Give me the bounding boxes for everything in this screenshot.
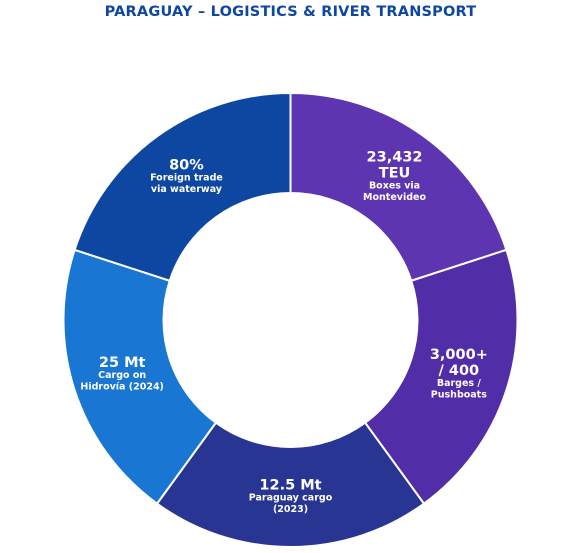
- chart-title: PARAGUAY – LOGISTICS & RIVER TRANSPORT: [104, 4, 477, 20]
- slice-description: Cargo on: [98, 370, 146, 381]
- slice-description: via waterway: [151, 184, 223, 195]
- slice-value-label: 23,432: [367, 149, 423, 165]
- slice-description: (2023): [273, 504, 308, 515]
- slice-description: Boxes via: [369, 180, 420, 191]
- donut-slice-3: [155, 421, 426, 548]
- slice-description: Foreign trade: [150, 172, 223, 183]
- slice-description: Barges /: [437, 378, 482, 389]
- slice-value-label: 25 Mt: [99, 355, 146, 371]
- slice-description: Pushboats: [431, 390, 487, 401]
- donut-slice-4: [62, 248, 218, 506]
- slice-description: Paraguay cargo: [249, 493, 333, 504]
- slice-value-label: TEU: [379, 165, 411, 181]
- donut-slice-1: [289, 91, 508, 283]
- slice-value-label: 80%: [169, 157, 204, 173]
- slice-value-label: 3,000+: [430, 347, 488, 363]
- donut-slice-2: [363, 248, 519, 506]
- slice-description: Montevideo: [363, 192, 426, 203]
- donut-slice-5: [73, 91, 292, 283]
- slice-value-label: / 400: [439, 363, 480, 379]
- slice-value-label: 12.5 Mt: [259, 478, 321, 494]
- slice-description: Hidrovía (2024): [80, 382, 164, 393]
